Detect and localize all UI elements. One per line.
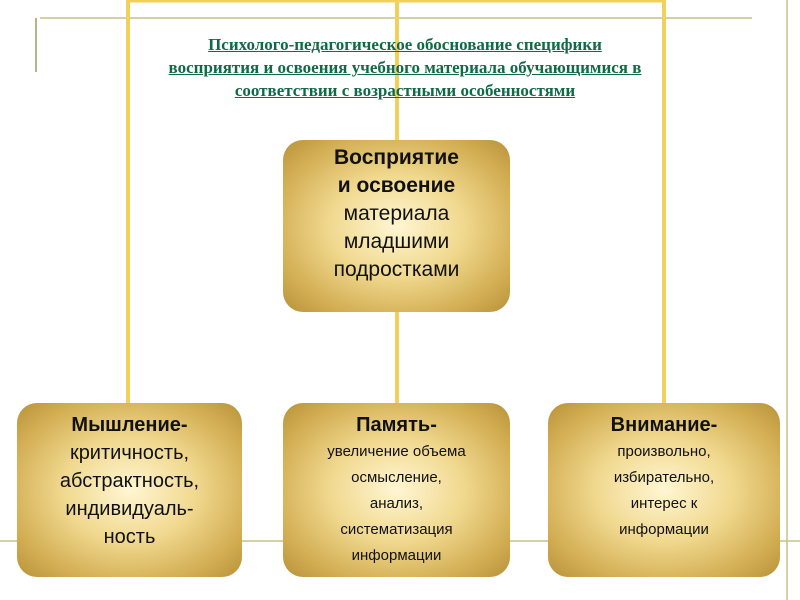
right-box-heading: Внимание- — [610, 414, 718, 436]
center-box-bold-2: и освоение — [337, 174, 456, 197]
left-box-line-4: ность — [103, 526, 156, 548]
left-box-line-1: критичность, — [69, 442, 190, 464]
left-box-line-3: индивидуаль- — [65, 498, 194, 520]
right-box-line-2: избирательно, — [613, 469, 715, 486]
center-box-text-3: подростками — [333, 258, 460, 281]
middle-box-line-4: систематизация — [340, 521, 453, 538]
page-title: Психолого-педагогическое обоснование спе… — [40, 33, 770, 102]
left-box-heading: Мышление- — [71, 414, 188, 436]
left-box-line-2: абстрактность, — [59, 470, 200, 492]
right-box-line-1: произвольно, — [617, 443, 711, 460]
right-box-attention: Внимание- произвольно, избирательно, инт… — [548, 403, 780, 577]
middle-box-line-3: анализ, — [369, 495, 424, 512]
middle-box-memory: Память- увеличение объема осмысление, ан… — [283, 403, 510, 577]
title-line-1: Психолого-педагогическое обоснование спе… — [208, 35, 602, 54]
middle-box-line-5: информации — [351, 547, 442, 564]
right-box-line-4: информации — [619, 521, 709, 538]
center-box-bold-1: Восприятие — [334, 146, 459, 169]
center-box-text-2: младшими — [343, 230, 450, 253]
left-box-thinking: Мышление- критичность, абстрактность, ин… — [17, 403, 242, 577]
right-box-line-3: интерес к — [630, 495, 698, 512]
center-box-perception: Восприятие и освоение материала младшими… — [283, 140, 510, 312]
title-line-3: соответствии с возрастными особенностями — [234, 81, 576, 100]
middle-box-heading: Память- — [356, 414, 437, 436]
middle-box-line-2: осмысление, — [351, 469, 442, 486]
title-line-2: восприятия и освоения учебного материала… — [168, 58, 642, 77]
middle-box-line-1: увеличение объема — [327, 443, 466, 460]
center-box-text-1: материала — [343, 202, 450, 225]
